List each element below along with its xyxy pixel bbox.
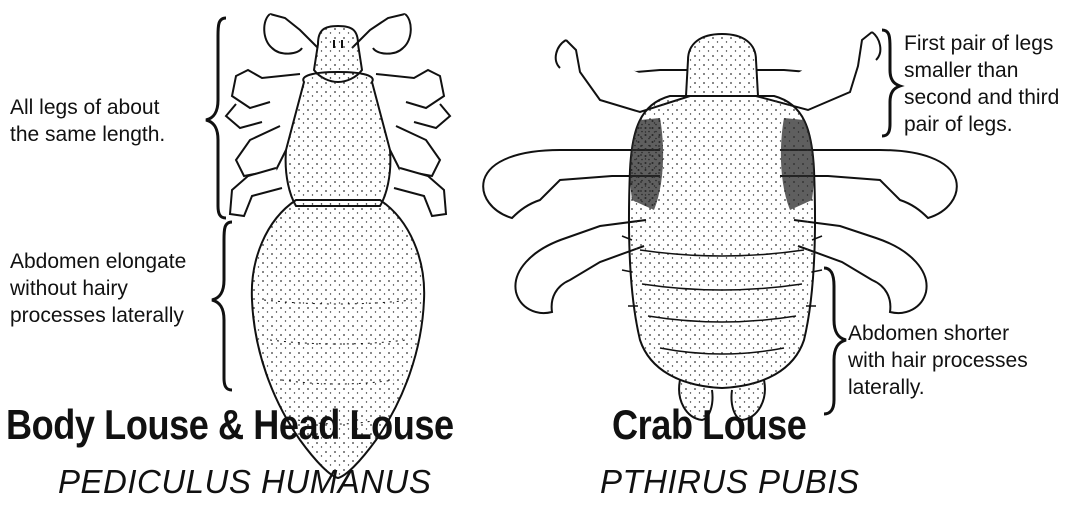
note-line: the same length. (10, 121, 165, 148)
body-louse-scientific-name: PEDICULUS HUMANUS (58, 464, 431, 500)
note-line: pair of legs. (904, 111, 1059, 138)
note-line: processes laterally (10, 302, 186, 329)
crab-louse-scientific-name: PTHIRUS PUBIS (600, 464, 860, 500)
note-line: All legs of about (10, 94, 165, 121)
body-louse-title: Body Louse & Head Louse (6, 402, 454, 448)
note-line: Abdomen shorter (848, 320, 1028, 347)
brace-left-legs (206, 18, 226, 218)
note-line: smaller than (904, 57, 1059, 84)
note-line: without hairy (10, 275, 186, 302)
brace-left-abdomen (212, 222, 232, 390)
note-line: laterally. (848, 374, 1028, 401)
note-abdomen-elongate: Abdomen elongate without hairy processes… (10, 248, 186, 329)
brace-right-legs (882, 30, 900, 136)
note-abdomen-shorter: Abdomen shorter with hair processes late… (848, 320, 1028, 401)
note-line: First pair of legs (904, 30, 1059, 57)
note-line: with hair processes (848, 347, 1028, 374)
note-line: Abdomen elongate (10, 248, 186, 275)
crab-louse-title: Crab Louse (612, 402, 806, 448)
note-line: second and third (904, 84, 1059, 111)
note-first-legs-smaller: First pair of legs smaller than second a… (904, 30, 1059, 138)
note-legs-same-length: All legs of about the same length. (10, 94, 165, 148)
brace-right-abdomen (824, 268, 846, 414)
